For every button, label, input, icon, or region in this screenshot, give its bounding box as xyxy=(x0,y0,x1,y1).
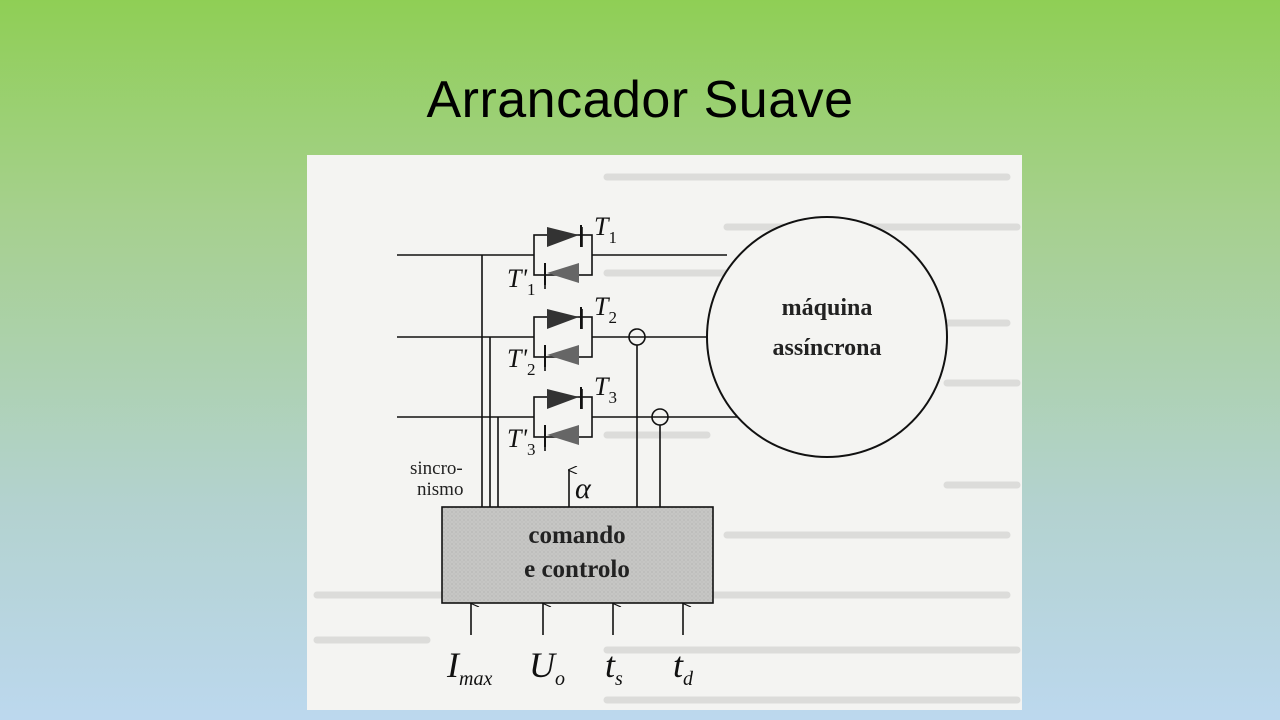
sync-label-line2: nismo xyxy=(417,479,463,500)
input-imax: Imax xyxy=(446,645,492,690)
label-t2: T2 xyxy=(594,292,617,327)
control-label-line2: e controlo xyxy=(524,556,630,583)
asynchronous-machine: máquina assíncrona xyxy=(706,216,948,458)
label-t1: T1 xyxy=(594,212,617,247)
thyristor-pair-2 xyxy=(533,307,593,371)
label-t3: T3 xyxy=(594,372,617,407)
label-t3-prime: T'3 xyxy=(507,424,536,459)
thyristor-labels: T1 T'1 T2 T'2 T3 T'3 xyxy=(507,212,617,459)
input-td: td xyxy=(673,645,694,690)
label-t2-prime: T'2 xyxy=(507,344,536,379)
motor-label-line1: máquina xyxy=(782,295,873,321)
label-t1-prime: T'1 xyxy=(507,264,536,299)
slide-title: Arrancador Suave xyxy=(426,71,854,129)
sync-label-line1: sincro- xyxy=(410,458,463,479)
motor-label-line2: assíncrona xyxy=(773,335,882,361)
thyristor-pair-1 xyxy=(533,225,593,289)
control-label-line1: comando xyxy=(528,522,625,549)
control-inputs: Imax Uo ts td xyxy=(446,645,694,690)
input-ts: ts xyxy=(605,645,623,690)
scanned-figure: T1 T'1 T2 T'2 T3 T'3 máquina assíncrona … xyxy=(307,155,1022,710)
input-uo: Uo xyxy=(529,645,565,690)
alpha-symbol: α xyxy=(575,472,592,505)
control-block: comando e controlo xyxy=(441,506,714,604)
soft-starter-diagram: T1 T'1 T2 T'2 T3 T'3 máquina assíncrona … xyxy=(313,173,1021,704)
thyristor-pair-3 xyxy=(533,387,593,451)
circuit-lines xyxy=(397,254,737,635)
